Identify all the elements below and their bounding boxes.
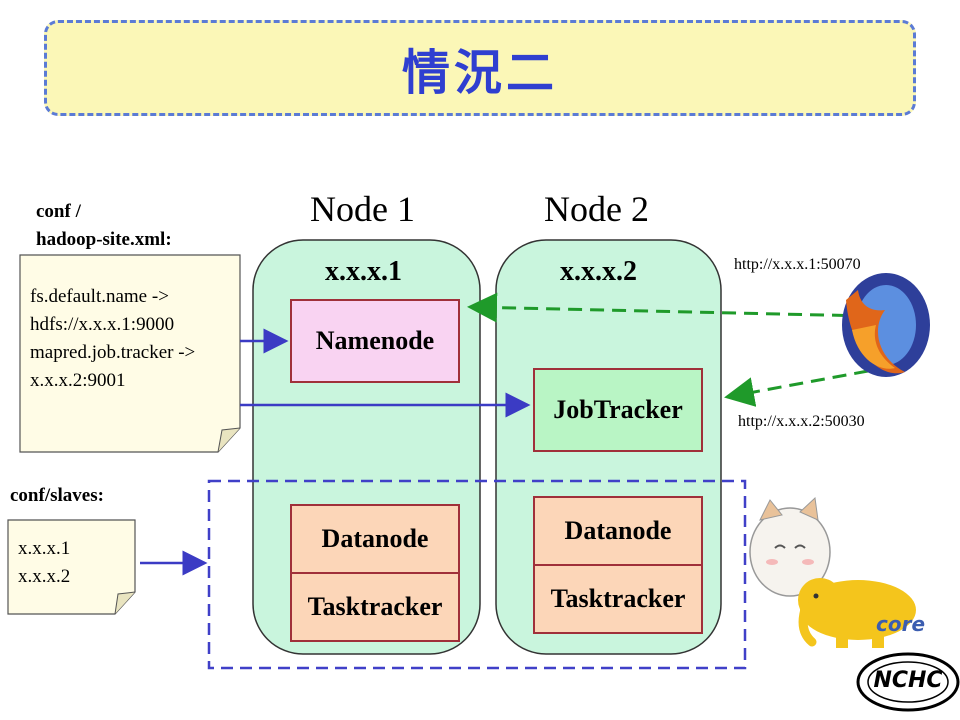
page-title: 情況二 [401, 45, 558, 101]
hadoop-elephant-icon [798, 578, 916, 648]
namenode-web-url: http://x.x.x.1:50070 [734, 256, 861, 273]
title-banner [44, 20, 916, 116]
slaves-frame [207, 479, 747, 670]
node-1-ip: x.x.x.1 [325, 256, 402, 287]
arrow-web-jobtracker [724, 369, 869, 407]
node-1-tasktracker-box: Tasktracker [290, 572, 460, 642]
firefox-browser-icon [842, 273, 930, 377]
slaves-line: x.x.x.1 [18, 538, 71, 559]
namenode-box: Namenode [290, 299, 460, 383]
hadoop-site-label-line2: hadoop-site.xml: [36, 229, 172, 250]
node-2-datanode-box: Datanode [533, 496, 703, 566]
node-2-tasktracker-box: Tasktracker [533, 564, 703, 634]
arrow-web-namenode [467, 292, 869, 323]
jobtracker-web-url: http://x.x.x.2:50030 [738, 413, 865, 430]
node-2-heading: Node 2 [544, 189, 649, 229]
hadoop-core-logo-text: core [876, 612, 926, 636]
hadoop-site-line: fs.default.name -> [30, 286, 169, 307]
node-2-ip: x.x.x.2 [560, 256, 637, 287]
node-1-heading: Node 1 [310, 189, 415, 229]
hadoop-site-label: conf / hadoop-site.xml: [36, 198, 172, 254]
nchc-logo [856, 652, 960, 712]
slaves-label: conf/slaves: [10, 485, 104, 506]
slaves-content: x.x.x.1 x.x.x.2 [8, 535, 133, 591]
hadoop-site-line: mapred.job.tracker -> [30, 342, 196, 363]
jobtracker-box: JobTracker [533, 368, 703, 452]
cartoon-cat-icon [749, 496, 831, 597]
hadoop-site-content: fs.default.name -> hdfs://x.x.x.1:9000 m… [20, 283, 260, 395]
node-1-datanode-box: Datanode [290, 504, 460, 574]
hadoop-site-label-line1: conf / [36, 201, 81, 222]
hadoop-site-line: hdfs://x.x.x.1:9000 [30, 314, 175, 335]
nchc-logo-text: NCHC [873, 668, 943, 693]
hadoop-site-line: x.x.x.2:9001 [30, 370, 126, 391]
slaves-line: x.x.x.2 [18, 566, 71, 587]
